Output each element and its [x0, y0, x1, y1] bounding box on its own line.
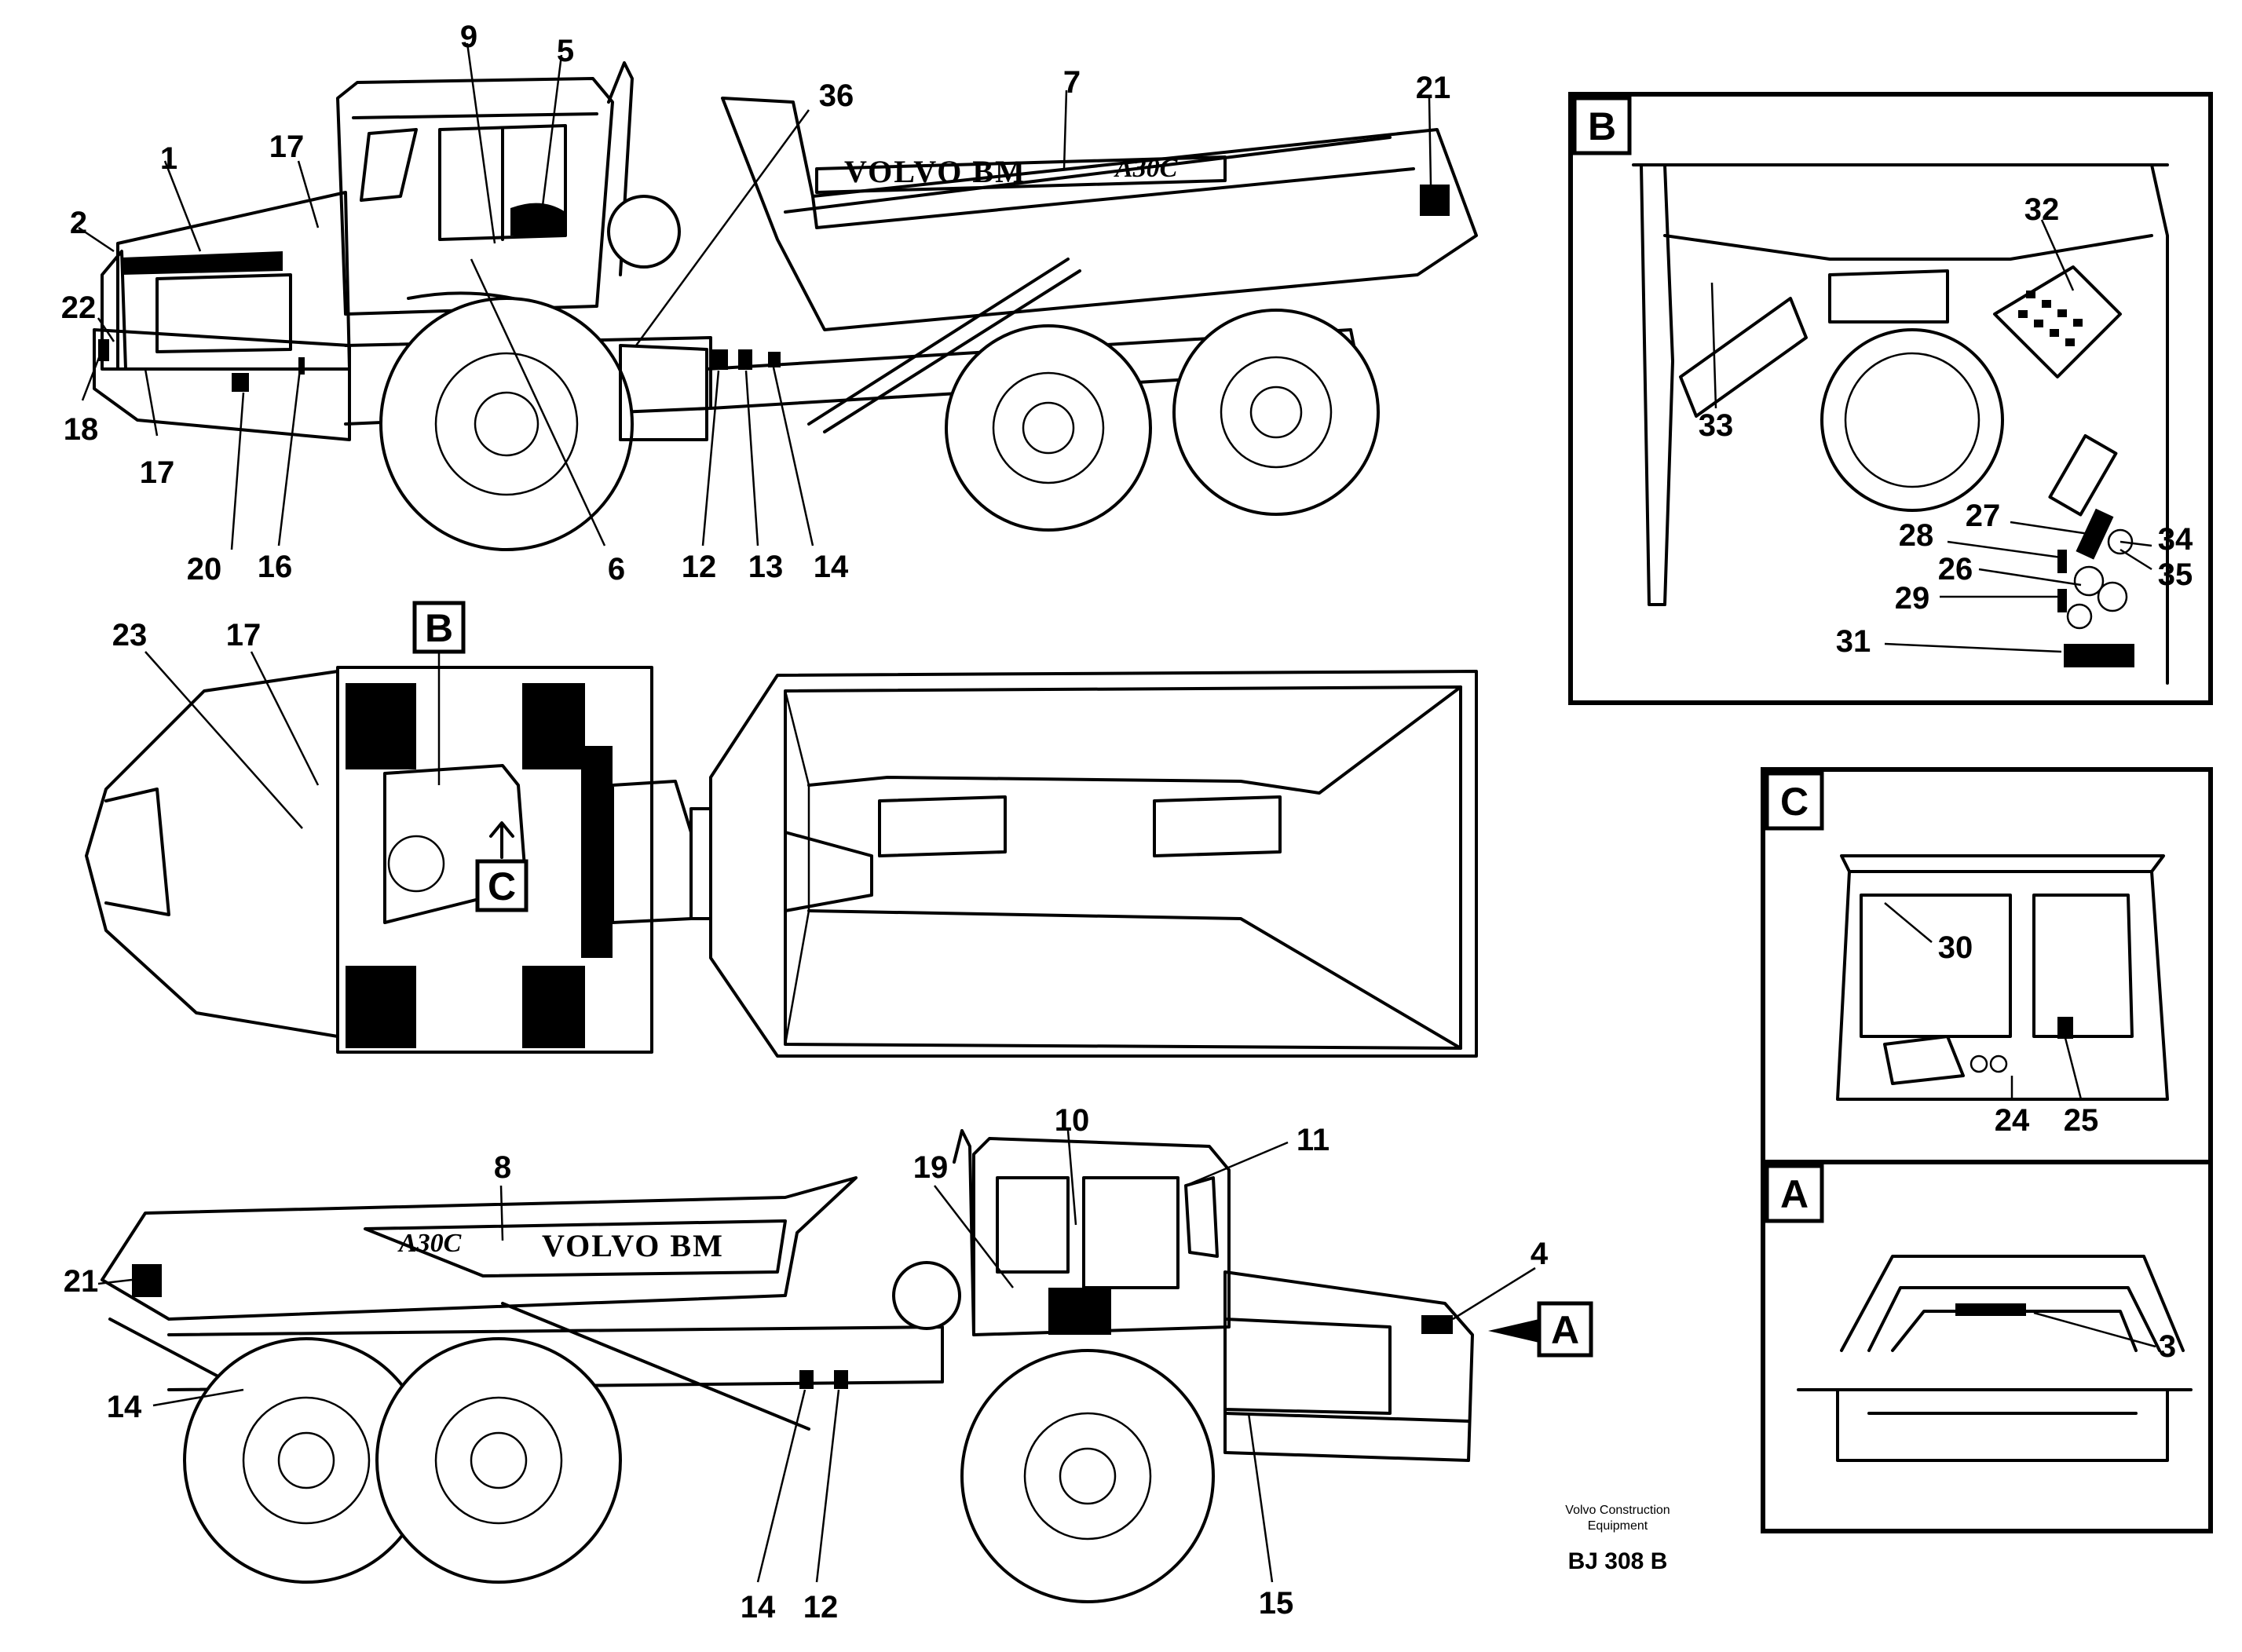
svg-text:A: A [1780, 1172, 1809, 1216]
callout-23: 23 [112, 618, 148, 652]
credit-line-1: Volvo Construction [1565, 1504, 1670, 1517]
callout-17: 17 [269, 130, 305, 164]
callout-12: 12 [682, 550, 717, 584]
callout-14: 14 [814, 550, 849, 584]
callout-2: 2 [70, 206, 87, 240]
svg-text:C: C [1780, 780, 1809, 824]
callout-labels: 1 2 17 22 18 17 20 16 9 5 6 36 7 21 12 1… [61, 20, 2193, 1625]
svg-text:B: B [425, 606, 453, 650]
callout-5: 5 [557, 34, 574, 68]
panel-a: A [1761, 1160, 2213, 1533]
callout-6: 6 [608, 552, 625, 587]
callout-13: 13 [748, 550, 784, 584]
plan-view-ref-c: C [475, 821, 528, 912]
callout-19: 19 [913, 1150, 949, 1185]
callout-8: 8 [494, 1150, 511, 1185]
callout-14: 14 [107, 1390, 142, 1424]
callout-31: 31 [1836, 624, 1871, 659]
callout-17: 17 [226, 618, 262, 652]
callout-1: 1 [160, 141, 177, 176]
plan-view [85, 666, 1478, 1058]
callout-24: 24 [1995, 1103, 2030, 1138]
callout-28: 28 [1899, 518, 1934, 553]
callout-33: 33 [1699, 408, 1734, 443]
svg-text:B: B [1588, 104, 1616, 148]
callout-3: 3 [2159, 1329, 2176, 1364]
document-reference: BJ 308 B [1568, 1548, 1668, 1574]
brand-decal-top: VOLVO BM [844, 154, 1026, 189]
callout-18: 18 [64, 412, 99, 447]
callout-15: 15 [1259, 1586, 1294, 1621]
callout-17: 17 [140, 455, 175, 490]
side-view-left [93, 61, 1478, 551]
callout-7: 7 [1063, 65, 1081, 100]
leader-17-plan [250, 651, 320, 786]
model-decal-bottom: A30C [397, 1229, 462, 1258]
callout-30: 30 [1938, 930, 1973, 965]
callout-9: 9 [460, 20, 477, 54]
leader-lines-bottom [97, 1130, 1536, 1583]
callout-14: 14 [741, 1590, 776, 1625]
callout-16: 16 [258, 550, 293, 584]
plan-view-ref-b: B [412, 601, 466, 785]
leader-lines-top [78, 42, 1432, 550]
callout-21: 21 [64, 1264, 99, 1299]
callout-36: 36 [819, 79, 854, 113]
credit-line-2: Equipment [1588, 1519, 1648, 1533]
callout-34: 34 [2158, 522, 2193, 557]
svg-text:C: C [488, 864, 516, 908]
side-view-ref-a: A [1537, 1301, 1593, 1358]
callout-26: 26 [1938, 552, 1973, 587]
leader-23 [144, 651, 303, 829]
callout-20: 20 [187, 552, 222, 587]
callout-10: 10 [1055, 1103, 1090, 1138]
callout-22: 22 [61, 291, 97, 325]
callout-4: 4 [1531, 1237, 1549, 1271]
model-decal-top: A30C [1114, 154, 1178, 183]
side-view-right [101, 1129, 1539, 1603]
callout-29: 29 [1895, 581, 1930, 616]
brand-decal-bottom: VOLVO BM [542, 1228, 724, 1263]
svg-text:A: A [1551, 1308, 1579, 1352]
callout-35: 35 [2158, 557, 2193, 592]
callout-27: 27 [1966, 499, 2001, 533]
callout-32: 32 [2024, 192, 2060, 227]
callout-25: 25 [2064, 1103, 2099, 1138]
callout-12: 12 [803, 1590, 839, 1625]
panel-b: B [1568, 92, 2213, 705]
callout-11: 11 [1297, 1123, 1329, 1157]
panel-c: C [1761, 767, 2213, 1164]
callout-21: 21 [1416, 71, 1451, 105]
